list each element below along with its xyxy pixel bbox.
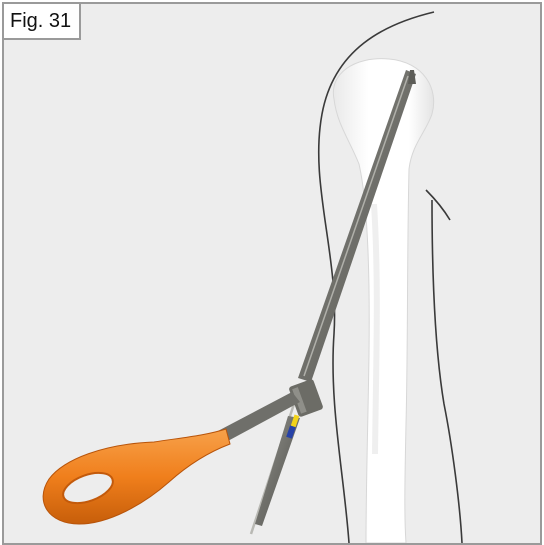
humerus-bone bbox=[333, 59, 433, 543]
illustration bbox=[4, 4, 540, 543]
arm-outline-right bbox=[426, 190, 462, 543]
figure-label: Fig. 31 bbox=[4, 4, 81, 40]
orange-handle bbox=[43, 429, 230, 524]
bone-shadow bbox=[374, 204, 377, 454]
